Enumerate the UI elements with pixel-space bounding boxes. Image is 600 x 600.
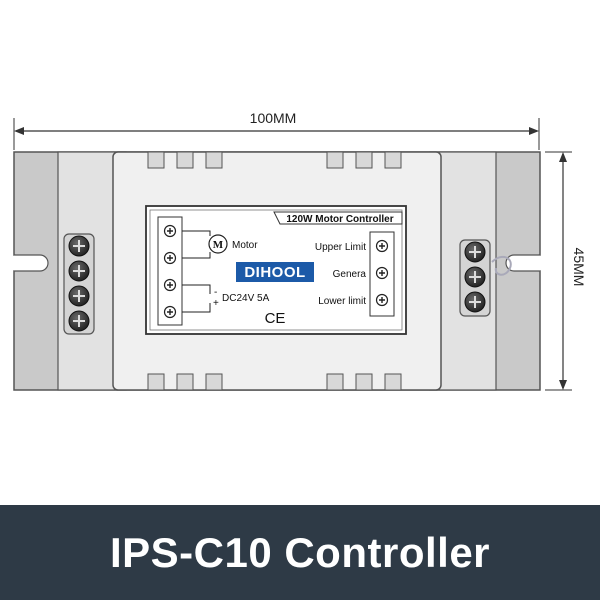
- left-terminal-block: [63, 233, 95, 335]
- lower-limit-label: Lower limit: [318, 296, 366, 307]
- screw-icon: [68, 235, 90, 257]
- title-banner: IPS-C10 Controller: [0, 505, 600, 600]
- height-dimension: 45MM: [545, 151, 587, 391]
- upper-limit-label: Upper Limit: [315, 242, 366, 253]
- banner-title: IPS-C10 Controller: [109, 528, 491, 576]
- ce-mark: CE: [265, 310, 286, 327]
- terminal-icon: [163, 278, 177, 292]
- top-tabs: [147, 151, 402, 169]
- bottom-tabs: [147, 373, 402, 391]
- screw-icon: [68, 260, 90, 282]
- wire-loop-icon: [491, 255, 512, 276]
- terminal-icon: [163, 251, 177, 265]
- brand-label: DIHOOL: [244, 264, 305, 281]
- motor-icon: M: [208, 234, 228, 254]
- height-label: 45MM: [571, 248, 587, 287]
- right-mounting-slot: [505, 254, 540, 272]
- width-dimension: 100MM: [13, 110, 540, 150]
- left-mounting-slot: [14, 254, 49, 272]
- controller-diagram: 100MM 45MM: [13, 110, 587, 391]
- power-label: DC24V 5A: [222, 293, 270, 304]
- screw-icon: [464, 291, 486, 313]
- terminal-icon: [375, 293, 389, 307]
- screw-icon: [464, 241, 486, 263]
- width-label: 100MM: [250, 110, 297, 126]
- label-panel: 120W Motor Controller M Motor: [145, 205, 407, 335]
- screw-icon: [464, 266, 486, 288]
- screw-icon: [68, 310, 90, 332]
- terminal-icon: [163, 224, 177, 238]
- motor-symbol: M: [213, 239, 224, 251]
- panel-title: 120W Motor Controller: [286, 214, 393, 225]
- terminal-icon: [375, 266, 389, 280]
- screw-icon: [68, 285, 90, 307]
- genera-label: Genera: [333, 269, 367, 280]
- right-terminal-block: [459, 239, 512, 317]
- motor-label: Motor: [232, 240, 258, 251]
- terminal-icon: [375, 239, 389, 253]
- power-plus: +: [213, 298, 219, 309]
- terminal-icon: [163, 305, 177, 319]
- brand-box: [236, 262, 314, 282]
- power-minus: -: [214, 287, 217, 298]
